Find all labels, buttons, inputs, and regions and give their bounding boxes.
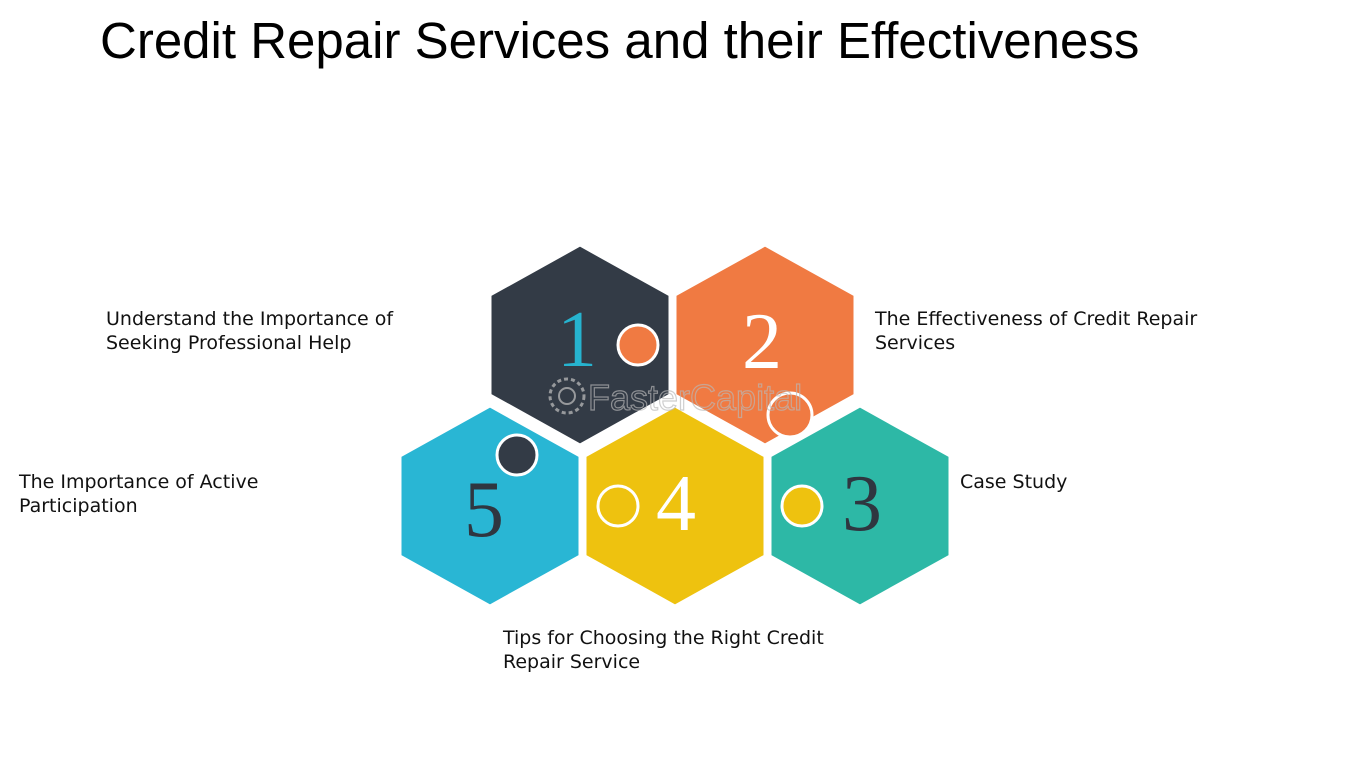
puzzle-tab-2-left bbox=[616, 323, 660, 367]
page-title: Credit Repair Services and their Effecti… bbox=[100, 12, 1140, 69]
hexagon-4 bbox=[583, 404, 767, 608]
puzzle-piece-4 bbox=[583, 404, 824, 608]
puzzle-piece-2 bbox=[616, 243, 857, 447]
label-item-4: Tips for Choosing the Right Credit Repai… bbox=[503, 627, 824, 673]
puzzle-piece-3 bbox=[768, 404, 952, 608]
watermark-logo: FasterCapital bbox=[548, 376, 803, 419]
label-item-1: Understand the Importance of Seeking Pro… bbox=[106, 308, 394, 354]
puzzle-tab-1 bbox=[495, 433, 539, 477]
number-5: 5 bbox=[464, 466, 504, 554]
hexagon-2 bbox=[673, 243, 857, 447]
hexagon-1 bbox=[488, 243, 672, 447]
label-item-5: The Importance of Active Participation bbox=[19, 471, 259, 517]
number-3: 3 bbox=[842, 460, 882, 548]
hexagon-3 bbox=[768, 404, 952, 608]
puzzle-piece-1 bbox=[488, 243, 672, 477]
watermark-text: FasterCapital bbox=[588, 377, 802, 418]
puzzle-tab-4-left bbox=[596, 484, 640, 528]
number-4: 4 bbox=[656, 460, 696, 548]
puzzle-tab-2-bottom bbox=[766, 391, 814, 439]
label-item-2: The Effectiveness of Credit Repair Servi… bbox=[875, 308, 1198, 354]
label-item-3: Case Study bbox=[960, 471, 1068, 493]
number-1: 1 bbox=[557, 296, 597, 384]
puzzle-tab-4-right bbox=[780, 484, 824, 528]
gear-icon bbox=[548, 377, 586, 415]
number-2: 2 bbox=[742, 298, 782, 386]
